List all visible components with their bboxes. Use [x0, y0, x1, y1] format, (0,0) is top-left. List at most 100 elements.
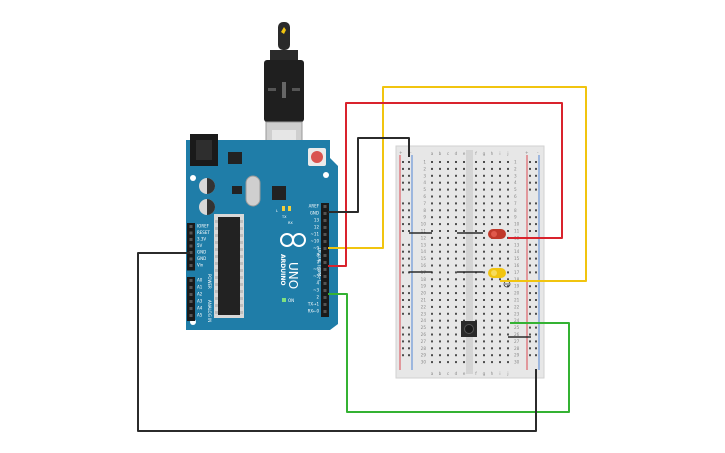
arduino-uno-board[interactable]: ARDUINO UNO DIGITAL (PWM~) POWER ANALOG … — [186, 134, 338, 330]
bb-hole[interactable] — [455, 292, 457, 295]
bb-rail-hole[interactable] — [529, 209, 531, 212]
bb-rail-hole[interactable] — [529, 223, 531, 226]
bb-hole[interactable] — [499, 264, 501, 267]
bb-hole[interactable] — [475, 347, 477, 350]
bb-hole[interactable] — [499, 209, 501, 212]
bb-hole[interactable] — [455, 278, 457, 281]
bb-rail-hole[interactable] — [408, 340, 410, 343]
bb-hole[interactable] — [455, 236, 457, 239]
bb-hole[interactable] — [447, 195, 449, 198]
bb-hole[interactable] — [483, 236, 485, 239]
bb-hole[interactable] — [507, 188, 509, 191]
bb-hole[interactable] — [491, 278, 493, 281]
bb-rail-hole[interactable] — [408, 181, 410, 184]
bb-hole[interactable] — [447, 292, 449, 295]
bb-rail-hole[interactable] — [408, 312, 410, 315]
bb-rail-hole[interactable] — [408, 174, 410, 177]
bb-hole[interactable] — [499, 161, 501, 163]
bb-hole[interactable] — [431, 305, 433, 308]
bb-hole[interactable] — [439, 264, 441, 267]
digital-header-pin[interactable] — [323, 275, 327, 278]
analog-header-pin[interactable] — [189, 307, 193, 310]
bb-rail-hole[interactable] — [529, 305, 531, 308]
bb-hole[interactable] — [475, 278, 477, 281]
bb-hole[interactable] — [483, 174, 485, 177]
bb-hole[interactable] — [463, 161, 465, 163]
bb-hole[interactable] — [463, 209, 465, 212]
bb-rail-hole[interactable] — [535, 181, 537, 184]
bb-hole[interactable] — [439, 326, 441, 329]
bb-hole[interactable] — [447, 161, 449, 163]
bb-hole[interactable] — [455, 223, 457, 226]
breadboard-holes[interactable] — [402, 161, 537, 364]
bb-hole[interactable] — [507, 202, 509, 205]
bb-rail-hole[interactable] — [535, 354, 537, 357]
bb-rail-hole[interactable] — [402, 326, 404, 329]
bb-hole[interactable] — [431, 236, 433, 239]
bb-hole[interactable] — [431, 209, 433, 212]
bb-rail-hole[interactable] — [402, 264, 404, 267]
bb-rail-hole[interactable] — [402, 250, 404, 253]
bb-rail-hole[interactable] — [529, 202, 531, 205]
bb-hole[interactable] — [499, 319, 501, 322]
bb-hole[interactable] — [507, 354, 509, 357]
bb-hole[interactable] — [447, 236, 449, 239]
bb-hole[interactable] — [475, 264, 477, 267]
bb-hole[interactable] — [463, 188, 465, 191]
bb-hole[interactable] — [447, 264, 449, 267]
bb-hole[interactable] — [491, 174, 493, 177]
bb-hole[interactable] — [483, 292, 485, 295]
bb-hole[interactable] — [499, 257, 501, 260]
bb-hole[interactable] — [439, 347, 441, 350]
bb-hole[interactable] — [463, 202, 465, 205]
digital-header-pin[interactable] — [323, 261, 327, 264]
bb-hole[interactable] — [455, 230, 457, 232]
bb-hole[interactable] — [431, 230, 433, 232]
bb-hole[interactable] — [483, 340, 485, 343]
bb-hole[interactable] — [483, 326, 485, 329]
bb-hole[interactable] — [507, 305, 509, 308]
bb-hole[interactable] — [499, 181, 501, 184]
bb-hole[interactable] — [499, 195, 501, 198]
bb-hole[interactable] — [475, 161, 477, 163]
bb-hole[interactable] — [431, 167, 433, 170]
bb-hole[interactable] — [447, 271, 449, 274]
bb-rail-hole[interactable] — [402, 333, 404, 336]
red-led[interactable] — [488, 229, 506, 239]
bb-hole[interactable] — [491, 292, 493, 295]
wire-green[interactable] — [328, 293, 570, 413]
bb-hole[interactable] — [491, 209, 493, 212]
bb-hole[interactable] — [439, 223, 441, 226]
bb-hole[interactable] — [439, 361, 441, 364]
bb-hole[interactable] — [499, 278, 501, 281]
power-header-pin[interactable] — [189, 264, 193, 267]
bb-hole[interactable] — [483, 209, 485, 212]
bb-hole[interactable] — [507, 285, 509, 288]
bb-hole[interactable] — [463, 230, 465, 232]
bb-hole[interactable] — [463, 243, 465, 246]
bb-rail-hole[interactable] — [529, 250, 531, 253]
bb-rail-hole[interactable] — [535, 292, 537, 295]
bb-hole[interactable] — [447, 347, 449, 350]
bb-hole[interactable] — [483, 188, 485, 191]
bb-hole[interactable] — [455, 271, 457, 274]
bb-hole[interactable] — [439, 167, 441, 170]
bb-hole[interactable] — [483, 278, 485, 281]
digital-header-pin[interactable] — [323, 296, 327, 299]
bb-rail-hole[interactable] — [402, 174, 404, 177]
bb-hole[interactable] — [491, 202, 493, 205]
bb-rail-hole[interactable] — [529, 264, 531, 267]
bb-hole[interactable] — [431, 161, 433, 163]
bb-hole[interactable] — [431, 243, 433, 246]
bb-rail-hole[interactable] — [408, 257, 410, 260]
bb-hole[interactable] — [475, 188, 477, 191]
bb-hole[interactable] — [463, 292, 465, 295]
bb-rail-hole[interactable] — [529, 312, 531, 315]
bb-hole[interactable] — [463, 285, 465, 288]
bb-hole[interactable] — [455, 243, 457, 246]
bb-hole[interactable] — [475, 299, 477, 301]
wire-black-top[interactable] — [328, 137, 410, 213]
bb-hole[interactable] — [507, 223, 509, 226]
bb-rail-hole[interactable] — [529, 167, 531, 170]
bb-hole[interactable] — [499, 333, 501, 336]
